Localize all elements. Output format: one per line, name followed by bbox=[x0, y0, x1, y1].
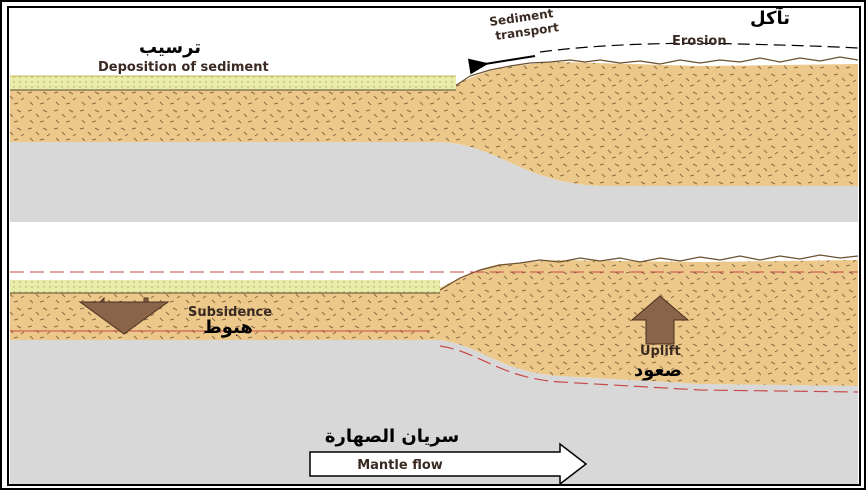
uplift-label-en: Uplift bbox=[640, 344, 681, 359]
deposition-label-ar: ترسيب bbox=[139, 37, 201, 58]
panel-gap bbox=[10, 222, 858, 256]
top-deposit-layer bbox=[10, 76, 456, 90]
erosion-label-en: Erosion bbox=[672, 34, 727, 49]
bottom-deposit-layer bbox=[10, 280, 440, 293]
mantle-flow-label-en: Mantle flow bbox=[357, 458, 443, 473]
bottom-panel bbox=[10, 255, 858, 484]
deposition-label-en: Deposition of sediment bbox=[98, 60, 269, 75]
uplift-label-ar: صعود bbox=[634, 360, 682, 381]
subsidence-label-ar: هبوط bbox=[203, 317, 253, 338]
erosion-label-ar: تآكل bbox=[750, 6, 790, 29]
mantle-flow-label-ar: سريان الصهارة bbox=[325, 426, 459, 447]
